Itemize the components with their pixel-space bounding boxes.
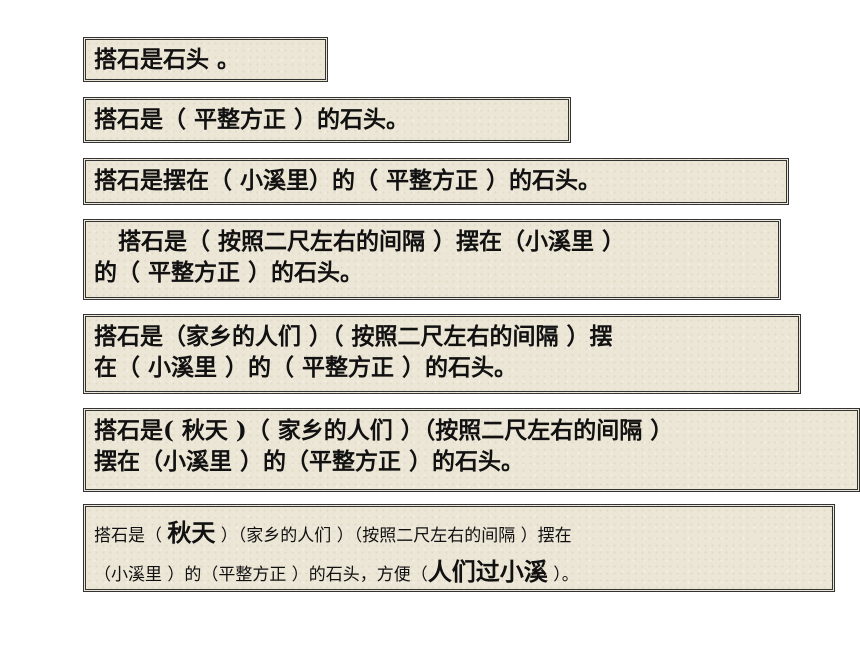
sentence-line: 的（ 平整方正 ）的石头。 (94, 259, 364, 286)
sentence-line: 搭石是摆在（ 小溪里）的（ 平整方正 ）的石头。 (94, 167, 602, 194)
sentence-line: 摆在（小溪里 ）的（平整方正 ）的石头。 (94, 448, 525, 475)
sentence-box-4: 搭石是（ 按照二尺左右的间隔 ）摆在（小溪里 ） 的（ 平整方正 ）的石头。 (83, 219, 781, 300)
sentence-box-6: 搭石是( 秋天 )（ 家乡的人们 ）（按照二尺左右的间隔 ） 摆在（小溪里 ）的… (83, 408, 860, 492)
sentence-box-7: 搭石是（ 秋天 ）（家乡的人们 ）（按照二尺左右的间隔 ）摆在 （小溪里 ）的（… (83, 504, 835, 592)
text-fragment: ）。 (547, 565, 579, 585)
emphasized-answer: 人们过小溪 (427, 557, 548, 586)
sentence-line: 搭石是（家乡的人们 ）（ 按照二尺左右的间隔 ）摆 (94, 323, 613, 350)
sentence-box-2: 搭石是（ 平整方正 ）的石头。 (83, 97, 571, 143)
sentence-line-1: 搭石是（ 秋天 ）（家乡的人们 ）（按照二尺左右的间隔 ）摆在 (94, 515, 824, 554)
sentence-line: 在（ 小溪里 ）的（ 平整方正 ）的石头。 (94, 354, 518, 381)
emphasized-answer: 秋天 (167, 518, 216, 547)
sentence-box-1: 搭石是石头 。 (83, 37, 328, 82)
text-fragment: （小溪里 ）的（平整方正 ）的石头，方便（ (94, 565, 428, 585)
text-fragment: 搭石是（ (94, 526, 168, 546)
text-fragment: ）（家乡的人们 ）（按照二尺左右的间隔 ）摆在 (215, 526, 572, 546)
sentence-line-2: （小溪里 ）的（平整方正 ）的石头，方便（人们过小溪 ）。 (94, 554, 824, 589)
sentence-box-3: 搭石是摆在（ 小溪里）的（ 平整方正 ）的石头。 (83, 158, 789, 205)
sentence-line: 搭石是石头 。 (94, 46, 241, 73)
sentence-line: 搭石是( 秋天 )（ 家乡的人们 ）（按照二尺左右的间隔 ） (94, 417, 674, 444)
sentence-line: 搭石是（ 平整方正 ）的石头。 (94, 106, 410, 133)
sentence-box-5: 搭石是（家乡的人们 ）（ 按照二尺左右的间隔 ）摆 在（ 小溪里 ）的（ 平整方… (83, 314, 801, 394)
sentence-line: 搭石是（ 按照二尺左右的间隔 ）摆在（小溪里 ） (94, 228, 626, 255)
